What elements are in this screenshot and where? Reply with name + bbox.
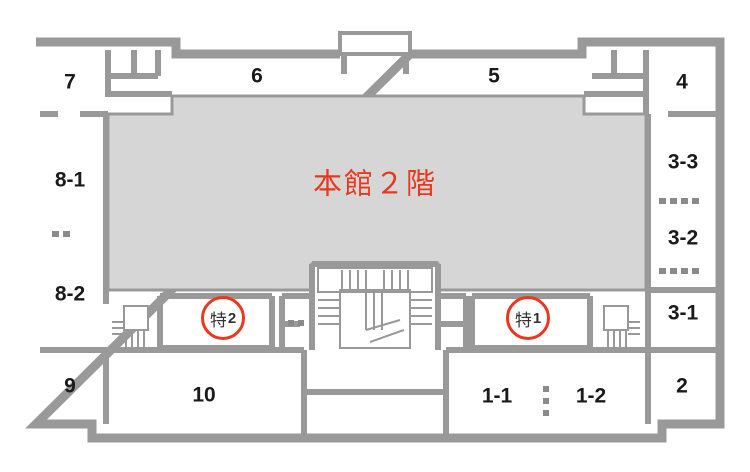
room-6-label[interactable]: 6 bbox=[251, 64, 263, 88]
staircase bbox=[317, 267, 433, 349]
interior-walls bbox=[40, 50, 716, 434]
room-3-1-label[interactable]: 3-1 bbox=[667, 301, 699, 325]
room-3-3-label[interactable]: 3-3 bbox=[667, 150, 699, 174]
room-8-2-label[interactable]: 8-2 bbox=[54, 282, 86, 306]
dotted-connectors bbox=[52, 198, 699, 416]
outer-walls bbox=[25, 37, 725, 443]
room-8-1-label[interactable]: 8-1 bbox=[54, 168, 86, 192]
room-9-label[interactable]: 9 bbox=[64, 374, 76, 398]
floor-title: 本館２階 bbox=[312, 166, 438, 201]
top-entrance bbox=[338, 31, 412, 56]
room-3-2-label[interactable]: 3-2 bbox=[667, 226, 699, 250]
room-4-label[interactable]: 4 bbox=[676, 70, 688, 94]
room-7-label[interactable]: 7 bbox=[64, 70, 76, 94]
special-room-1-char: 特 bbox=[514, 310, 532, 331]
room-5-label[interactable]: 5 bbox=[488, 64, 500, 88]
special-room-1-number: 1 bbox=[532, 309, 542, 327]
special-room-2-number: 2 bbox=[227, 309, 237, 327]
side-stairs bbox=[112, 305, 640, 348]
room-10-label[interactable]: 10 bbox=[192, 383, 216, 407]
room-2-label[interactable]: 2 bbox=[676, 374, 688, 398]
special-room-2-char: 特 bbox=[209, 310, 227, 331]
room-1-1-label[interactable]: 1-1 bbox=[481, 384, 513, 408]
room-1-2-label[interactable]: 1-2 bbox=[575, 384, 607, 408]
